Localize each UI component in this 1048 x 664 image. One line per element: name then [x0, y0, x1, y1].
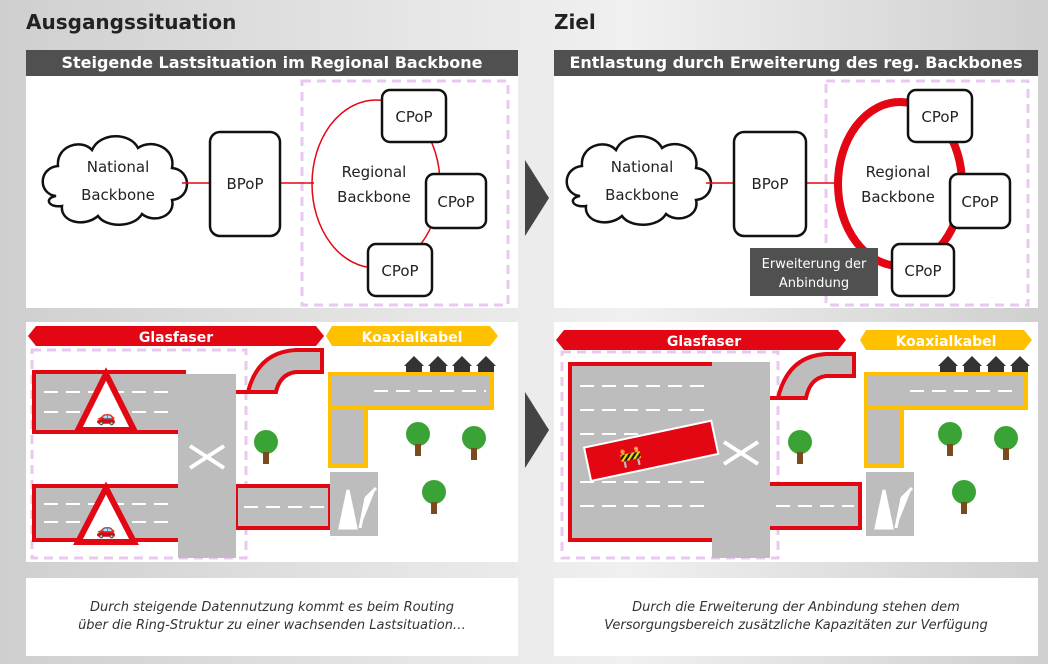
left-caption-line-1: Durch steigende Datennutzung kommt es be…: [89, 600, 455, 616]
national-label-1: National: [87, 158, 150, 176]
right-caption-line-1: Durch die Erweiterung der Anbindung steh…: [632, 600, 960, 616]
koaxialkabel-label: Koaxialkabel: [362, 330, 463, 346]
bpop-label: BPoP: [226, 175, 263, 193]
cpop-node-right: [948, 172, 1012, 230]
right-panel-header: Entlastung durch Erweiterung des reg. Ba…: [554, 50, 1038, 76]
koaxialkabel-banner: [326, 326, 498, 346]
national-backbone-cloud: [565, 135, 713, 226]
cpop-node-bottom: [366, 242, 434, 298]
cpop-node-top: [380, 88, 448, 144]
left-network-diagram: National Backbone BPoP Regional Backbone…: [41, 79, 510, 307]
koaxialkabel-banner: [860, 330, 1032, 350]
callout-line-1: Erweiterung der: [762, 257, 867, 272]
left-caption: Durch steigende Datennutzung kommt es be…: [26, 578, 518, 656]
bpop-label: BPoP: [751, 175, 788, 193]
national-backbone-cloud: [41, 135, 189, 226]
left-roads-illustration: Glasfaser Koaxialkabel 🚗 🚗: [28, 326, 498, 560]
cpop-label-bottom: CPoP: [381, 262, 418, 280]
cpop-label-top: CPoP: [921, 108, 958, 126]
transition-arrow-bottom: [525, 392, 549, 468]
extension-callout: [750, 248, 878, 296]
left-panel-header: Steigende Lastsituation im Regional Back…: [26, 50, 518, 76]
transition-arrow-top: [525, 160, 549, 236]
national-label-2: Backbone: [605, 186, 679, 204]
cpop-node-top: [906, 88, 974, 144]
svg-text:🚗: 🚗: [96, 407, 116, 426]
callout-line-2: Anbindung: [779, 276, 849, 291]
bpop-node: [732, 130, 808, 238]
koaxialkabel-label: Koaxialkabel: [896, 334, 997, 350]
svg-text:🚧: 🚧: [618, 445, 644, 470]
left-caption-line-2: über die Ring-Struktur zu einer wachsend…: [78, 618, 466, 633]
cpop-label-top: CPoP: [395, 108, 432, 126]
bpop-node: [208, 130, 282, 238]
regional-label-2: Backbone: [861, 188, 935, 206]
glasfaser-label: Glasfaser: [139, 330, 213, 346]
svg-text:🚗: 🚗: [96, 520, 116, 539]
right-caption: Durch die Erweiterung der Anbindung steh…: [554, 578, 1038, 656]
cpop-label-right: CPoP: [961, 193, 998, 211]
right-column-title: Ziel: [554, 10, 596, 34]
glasfaser-banner: [556, 330, 846, 350]
glasfaser-label: Glasfaser: [667, 334, 741, 350]
right-roads-illustration: Glasfaser Koaxialkabel 🚧: [556, 330, 1032, 560]
national-label-2: Backbone: [81, 186, 155, 204]
right-network-diagram: National Backbone BPoP Regional Backbone…: [565, 79, 1030, 307]
cpop-label-bottom: CPoP: [904, 262, 941, 280]
cpop-label-right: CPoP: [437, 193, 474, 211]
regional-area-outline: [300, 79, 510, 307]
left-column-title: Ausgangssituation: [26, 10, 237, 34]
right-caption-line-2: Versorgungsbereich zusätzliche Kapazität…: [604, 618, 988, 633]
cpop-node-bottom: [890, 242, 956, 298]
regional-label-1: Regional: [342, 163, 407, 181]
regional-area-outline: [824, 79, 1030, 307]
regional-label-2: Backbone: [337, 188, 411, 206]
glasfaser-banner: [28, 326, 324, 346]
regional-label-1: Regional: [866, 163, 931, 181]
cpop-node-right: [424, 172, 488, 230]
national-label-1: National: [611, 158, 674, 176]
